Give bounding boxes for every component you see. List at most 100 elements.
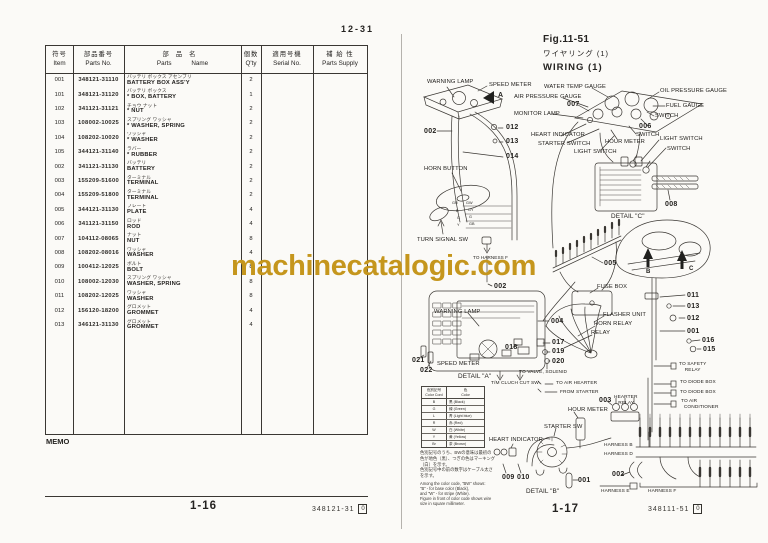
revision-mark: 0	[693, 504, 703, 514]
label-harness-f: HARNESS F	[648, 489, 677, 494]
callout-011: 011	[687, 292, 700, 299]
parts-name-en: WASHER	[127, 252, 154, 259]
table-row: 012 156120-18200 グロメット GROMMET 4	[46, 304, 367, 318]
wire-color-name: 黒 (Black)	[449, 400, 465, 405]
label-view-c: C	[689, 266, 694, 272]
diagram-label: GY	[468, 208, 474, 212]
callout-012: 012	[687, 315, 700, 322]
diagram-label: G	[457, 216, 461, 220]
label-relay: RELAY	[591, 330, 611, 336]
parts-name-en: BOLT	[127, 266, 144, 273]
note-line: size in square millimeter.	[420, 501, 465, 507]
wire-color-row: Y 黄 (Yellow)	[422, 434, 484, 442]
cell-parts-name: グロメット GROMMET	[124, 319, 241, 333]
table-row: 102 341121-31121 チョウ ナット * NUT 2	[46, 103, 367, 117]
callout-019: 019	[552, 348, 565, 355]
left-page-number-bottom: 1-16	[190, 500, 218, 512]
parts-name-jp: ナット	[127, 233, 142, 239]
label-to-air-conditioner: TO AIR CONDITIONER	[681, 399, 719, 410]
cell-serial-no	[261, 103, 313, 117]
callout-014: 014	[506, 153, 519, 160]
wire-color-code: Br	[422, 441, 447, 448]
cell-qty: 8	[249, 278, 253, 285]
wire-color-row: Br 茶 (Brown)	[422, 441, 484, 448]
parts-name-en: TERMINAL	[127, 194, 159, 201]
label-horn-relay: HORN RELAY	[594, 321, 633, 327]
parts-name-jp: ワッシャ	[127, 290, 147, 296]
callout-002: 002	[612, 471, 625, 478]
table-divider	[261, 46, 262, 434]
label-detail-c: DETAIL "C"	[611, 213, 645, 220]
cell-serial-no	[261, 204, 313, 218]
cell-item: 105	[54, 149, 65, 156]
cell-item: 009	[54, 264, 65, 271]
label-heart-indicator-detail: HEART INDICATOR	[489, 437, 543, 443]
parts-name-en: * BOX, BATTERY	[127, 94, 177, 101]
table-divider	[73, 46, 74, 434]
callout-008: 008	[665, 201, 678, 208]
note-line: を示す。	[420, 473, 437, 479]
cell-parts-no: 346121-31130	[78, 321, 119, 328]
cell-item: 010	[54, 278, 65, 285]
wire-color-table: 色別記号 Color Cord 色 Color B 黒 (Black) G 緑 …	[421, 386, 485, 449]
cell-parts-name: ワッシャ WASHER	[124, 247, 241, 261]
parts-name-en: WASHER	[127, 295, 154, 302]
diagram-label: G	[469, 215, 473, 219]
note-line: 色別記号中の前の数字はケーブル太さ	[420, 467, 493, 473]
parts-name-jp: バッテリ ボックス	[127, 89, 167, 95]
cell-item: 012	[54, 307, 65, 314]
table-row: 105 344121-31140 ラバー * RUBBER 2	[46, 146, 367, 160]
callout-002: 002	[424, 128, 437, 135]
table-row: 010 108002-12030 スプリング ワッシャ WASHER, SPRI…	[46, 275, 367, 289]
cell-parts-supply	[313, 117, 367, 131]
label-hour-meter-top: HOUR METER	[605, 139, 645, 145]
cell-parts-name: スプリング ワッシャ * WASHER, SPRING	[124, 117, 241, 131]
callout-007: 007	[567, 101, 580, 108]
cell-item: 007	[54, 235, 65, 242]
parts-name-jp: グロメット	[127, 305, 151, 311]
cell-item: 005	[54, 206, 65, 213]
callout-018: 018	[505, 344, 518, 351]
callout-013: 013	[506, 138, 519, 145]
cell-qty: 2	[249, 120, 253, 127]
callout-006: 006	[639, 123, 652, 130]
label-flasher-unit: FLASHER UNIT	[603, 312, 647, 318]
callout-009: 009	[502, 474, 515, 481]
cell-serial-no	[261, 218, 313, 232]
cell-parts-no: 108002-10025	[78, 120, 119, 127]
cell-parts-supply	[313, 218, 367, 232]
cell-parts-no: 341121-31121	[78, 106, 119, 113]
wire-color-name: 白 (White)	[449, 428, 466, 433]
label-heater-relay: HEARTER RELAY	[614, 395, 638, 406]
callout-001: 001	[578, 477, 591, 484]
cell-parts-no: 348121-31110	[78, 77, 119, 84]
cell-parts-no: 344121-31140	[78, 149, 119, 156]
label-switch: SWITCH	[636, 132, 660, 138]
wire-color-name: 赤 (Red)	[449, 421, 463, 426]
cell-parts-no: 344121-31130	[78, 206, 119, 213]
cell-item: 008	[54, 249, 65, 256]
figure-number: Fig.11-51	[543, 34, 590, 45]
cell-parts-supply	[313, 103, 367, 117]
wire-color-table-body: B 黒 (Black) G 緑 (Green) L 青 (Light blue)…	[422, 399, 484, 448]
label-to-diode-box: TO DIODE BOX	[680, 380, 716, 385]
label-from-starter: FROM STARTER	[560, 390, 599, 395]
right-page-number-bottom: 1-17	[552, 503, 580, 515]
label-water-temp-gauge: WATER TEMP GAUGE	[544, 84, 606, 90]
label-warning-lamp: WARNING LAMP	[427, 79, 474, 85]
wire-color-row: B 黒 (Black)	[422, 399, 484, 407]
cell-qty: 8	[249, 264, 253, 271]
cell-parts-name: バッテリ BATTERY	[124, 160, 241, 174]
wire-color-row: W 白 (White)	[422, 427, 484, 435]
callout-015: 015	[703, 346, 716, 353]
label-fuse-box: FUSE BOX	[597, 284, 628, 290]
cell-qty: 2	[249, 192, 253, 199]
cell-parts-name: バッテリ ボックス * BOX, BATTERY	[124, 88, 241, 102]
label-view-b: B	[646, 269, 651, 275]
parts-name-en: * WASHER, SPRING	[127, 122, 185, 129]
table-row: 101 348121-31120 バッテリ ボックス * BOX, BATTER…	[46, 88, 367, 102]
table-row: 005 344121-31130 プレート PLATE 4	[46, 204, 367, 218]
